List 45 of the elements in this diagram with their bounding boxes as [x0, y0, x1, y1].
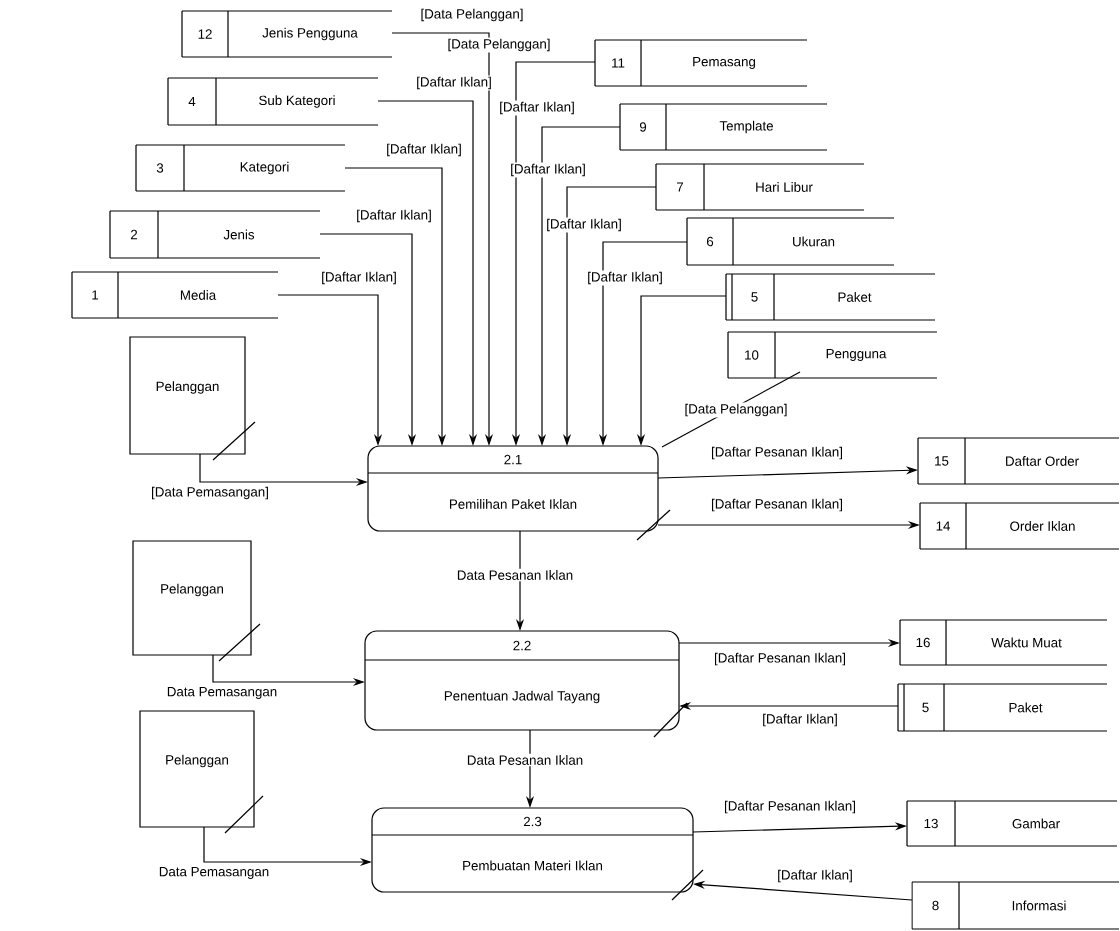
data-store: 13 Gambar	[906, 800, 1118, 847]
edge-label: [Daftar Pesanan Iklan]	[709, 445, 845, 461]
edge-label: [Daftar Iklan]	[384, 142, 464, 158]
edge-label: [Daftar Iklan]	[319, 270, 399, 286]
edge-label: [Data Pelanggan]	[683, 402, 789, 418]
edge-label: Data Pemasangan	[165, 685, 279, 701]
data-store: 8 Informasi	[911, 881, 1120, 930]
edge-label: [Daftar Iklan]	[497, 100, 577, 116]
process-box: 2.1 Pemilihan Paket Iklan	[367, 445, 659, 532]
edge-label: Data Pesanan Iklan	[465, 753, 585, 767]
data-store: 1 Media	[71, 271, 279, 319]
entity-box: Pelanggan	[139, 710, 255, 828]
data-store: 5 Paket	[897, 683, 1108, 732]
edge-label: [Daftar Iklan]	[544, 217, 624, 233]
edge-label: Data Pesanan Iklan	[455, 568, 575, 582]
edge-label: [Daftar Pesanan Iklan]	[709, 497, 845, 513]
process-box: 2.3 Pembuatan Materi Iklan	[371, 807, 694, 893]
data-store: 14 Order Iklan	[919, 502, 1120, 550]
entity-box: Pelanggan	[129, 336, 246, 455]
data-store: 15 Daftar Order	[917, 437, 1120, 485]
data-store: 3 Kategori	[135, 144, 346, 192]
data-store: 4 Sub Kategori	[167, 77, 379, 126]
edge-label: Data Pemasangan	[157, 865, 271, 881]
edge-label: [Daftar Pesanan Iklan]	[712, 651, 848, 667]
data-store: 10 Pengguna	[727, 331, 938, 379]
edge-label: [Daftar Iklan]	[760, 712, 840, 728]
edge-label: [Data Pelanggan]	[419, 7, 525, 23]
entity-box: Pelanggan	[132, 540, 252, 656]
edge-label: [Daftar Iklan]	[775, 868, 855, 884]
data-store: 9 Template	[619, 103, 828, 151]
edge-label: [Daftar Iklan]	[414, 75, 494, 91]
data-store: 5 Paket	[725, 273, 936, 321]
data-store: 7 Hari Libur	[655, 163, 865, 211]
data-store: 16 Waktu Muat	[899, 619, 1108, 666]
edge-label: [Data Pemasangan]	[149, 485, 271, 501]
edge-label: [Daftar Iklan]	[354, 208, 434, 224]
edge-label: [Data Pelanggan]	[446, 37, 552, 53]
data-store: 2 Jenis	[109, 210, 321, 259]
data-store: 6 Ukuran	[686, 217, 895, 266]
data-store: 11 Pemasang	[594, 39, 808, 87]
process-box: 2.2 Penentuan Jadwal Tayang	[364, 630, 680, 731]
edge-label: [Daftar Pesanan Iklan]	[722, 799, 858, 815]
data-store: 12 Jenis Pengguna	[181, 10, 393, 58]
edge-label: [Daftar Iklan]	[508, 162, 588, 178]
edge-label: [Daftar Iklan]	[585, 270, 665, 286]
